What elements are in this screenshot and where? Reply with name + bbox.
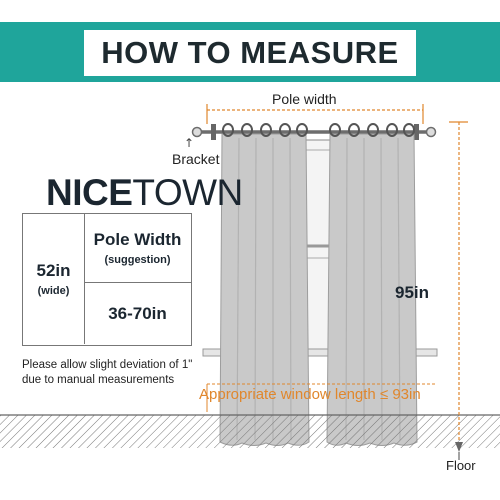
brand-logo: NICETOWN [46,172,243,214]
grommet-rings [222,123,415,137]
pole-width-label: Pole width [272,91,337,107]
width-value: 52in [36,261,71,280]
pole-width-caption: (suggestion) [104,254,171,266]
note-line-2: due to manual measurements [22,374,175,386]
window-length-marker [206,383,436,412]
width-caption: (wide) [37,285,70,297]
up-arrow-icon: ↑ [184,136,195,150]
pole-width-header-cell: Pole Width (suggestion) [84,214,191,283]
height-dimension [449,121,468,460]
brand-part-nice: NICE [46,172,133,213]
pole-width-dimension [206,104,424,124]
curtain-rod [191,124,437,140]
header-title-box: HOW TO MEASURE [84,30,416,76]
width-cell: 52in (wide) [23,214,85,344]
brand-part-town: TOWN [132,172,243,213]
floor [0,414,500,448]
page-title: HOW TO MEASURE [101,35,399,70]
pole-width-header: Pole Width [93,230,182,249]
pole-range-cell: 36-70in [84,282,191,345]
note-line-1: Please allow slight deviation of 1" [22,359,193,371]
bracket-label: Bracket [172,151,220,167]
floor-label: Floor [446,458,476,473]
window-length-label: Appropriate window length ≤ 93in [199,386,421,403]
pole-range-value: 36-70in [108,303,167,323]
height-label: 95in [395,283,430,302]
spec-table: 52in (wide) Pole Width (suggestion) 36-7… [22,213,192,346]
measurement-note: Please allow slight deviation of 1" due … [22,358,192,388]
